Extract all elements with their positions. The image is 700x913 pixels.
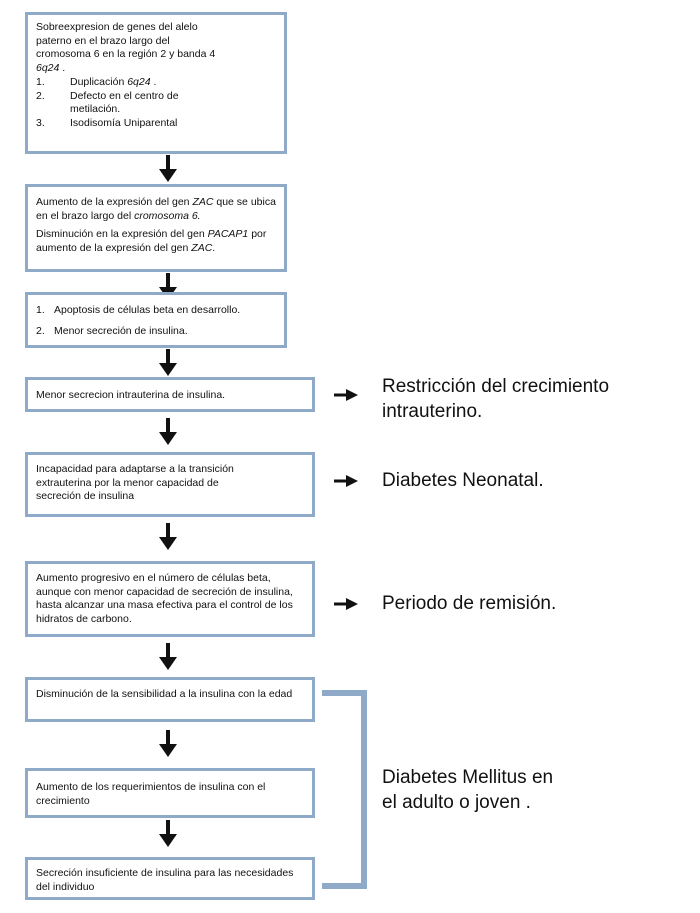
box2-text: Disminución en la expresión del gen: [36, 228, 208, 240]
list-text: Apoptosis de células beta en desarrollo.: [54, 304, 241, 316]
box7-text: Disminución de la sensibilidad a la insu…: [36, 688, 293, 700]
flow-box-insulin-requirements: Aumento de los requerimientos de insulin…: [25, 768, 315, 818]
outcome-line: el adulto o joven .: [382, 792, 531, 813]
list-number: 2.: [36, 324, 45, 337]
flow-box-insulin-sensitivity: Disminución de la sensibilidad a la insu…: [25, 677, 315, 722]
box1-band-end: .: [59, 61, 66, 74]
list-item: 1. Apoptosis de células beta en desarrol…: [36, 304, 276, 318]
right-arrow-icon: [334, 598, 358, 610]
box4-text: Menor secrecion intrauterina de insulina…: [36, 389, 226, 401]
right-arrow-icon: [334, 475, 358, 487]
outcome-line: Diabetes Neonatal.: [382, 470, 544, 491]
chromosome-6: cromosoma 6.: [134, 209, 201, 222]
outcome-line: intrauterino.: [382, 401, 483, 422]
list-text: Isodisomía Uniparental: [70, 116, 178, 129]
flow-box-beta-cell-increase: Aumento progresivo en el número de célul…: [25, 561, 315, 637]
right-arrow-icon: [334, 389, 358, 401]
outcome-adult-diabetes: Diabetes Mellitus en el adulto o joven .: [382, 765, 553, 815]
list-item: 1. Duplicación 6q24 .: [36, 76, 276, 90]
box2-text: .: [212, 241, 216, 254]
list-italic: 6q24: [127, 76, 151, 88]
box5-text: Incapacidad para adaptarse a la transici…: [36, 463, 234, 502]
down-arrow-icon: [156, 155, 180, 182]
list-item: 2. Menor secreción de insulina.: [36, 325, 276, 339]
flow-box-beta-apoptosis: 1. Apoptosis de células beta en desarrol…: [25, 292, 287, 348]
flow-box-zac-expression: Aumento de la expresión del gen ZAC que …: [25, 184, 287, 272]
box2-text: por aumento de la expresión del gen: [36, 228, 267, 254]
gene-pacap1: PACAP1: [207, 228, 249, 240]
list-number: 1.: [36, 76, 45, 88]
box9-text: Secreción insuficiente de insulina para …: [36, 867, 294, 893]
outcome-line: Diabetes Mellitus en: [382, 767, 554, 788]
list-number: 2.: [36, 89, 45, 102]
flow-box-extrauterine-transition: Incapacidad para adaptarse a la transici…: [25, 452, 315, 517]
box2-text: que se ubica en el brazo largo del: [36, 196, 276, 222]
box8-text: Aumento de los requerimientos de insulin…: [36, 781, 266, 807]
list-text: Defecto en el centro de metilación.: [70, 89, 179, 116]
box1-band: 6q24: [36, 61, 60, 74]
box2-text: Aumento de la expresión del gen: [36, 196, 193, 208]
box1-line3: cromosoma 6 en la región 2 y banda 4: [36, 48, 216, 60]
flow-box-genetic-cause: Sobreexpresion de genes del alelo patern…: [25, 12, 287, 154]
outcome-neonatal-diabetes: Diabetes Neonatal.: [382, 468, 544, 493]
down-arrow-icon: [156, 349, 180, 376]
outcome-line: Restricción del crecimiento: [382, 376, 610, 397]
down-arrow-icon: [156, 523, 180, 550]
outcome-growth-restriction: Restricción del crecimiento intrauterino…: [382, 374, 609, 424]
bracket: [322, 690, 367, 889]
box1-line2: paterno en el brazo largo del: [36, 34, 170, 47]
list-item: 3. Isodisomía Uniparental: [36, 117, 276, 131]
down-arrow-icon: [156, 730, 180, 757]
list-text-end: .: [150, 76, 157, 88]
list-text: Menor secreción de insulina.: [54, 324, 188, 337]
gene-zac: ZAC: [191, 241, 213, 254]
box6-text: Aumento progresivo en el número de célul…: [36, 572, 293, 625]
flow-box-intrauterine-insulin: Menor secrecion intrauterina de insulina…: [25, 377, 315, 412]
list-item: 2. Defecto en el centro de metilación.: [36, 90, 276, 117]
box1-intro: Sobreexpresion de genes del alelo patern…: [36, 21, 276, 75]
flow-box-insufficient-secretion: Secreción insuficiente de insulina para …: [25, 857, 315, 900]
down-arrow-icon: [156, 820, 180, 847]
list-number: 3.: [36, 116, 45, 129]
down-arrow-icon: [156, 418, 180, 445]
box2-para2: Disminución en la expresión del gen PACA…: [36, 228, 276, 255]
list-text: Duplicación: [70, 76, 128, 88]
list-number: 1.: [36, 304, 45, 316]
box2-para1: Aumento de la expresión del gen ZAC que …: [36, 196, 276, 223]
gene-zac: ZAC: [192, 196, 214, 208]
outcome-remission: Periodo de remisión.: [382, 591, 556, 616]
box1-line1: Sobreexpresion de genes del alelo: [36, 21, 198, 33]
down-arrow-icon: [156, 643, 180, 670]
outcome-line: Periodo de remisión.: [382, 593, 557, 614]
